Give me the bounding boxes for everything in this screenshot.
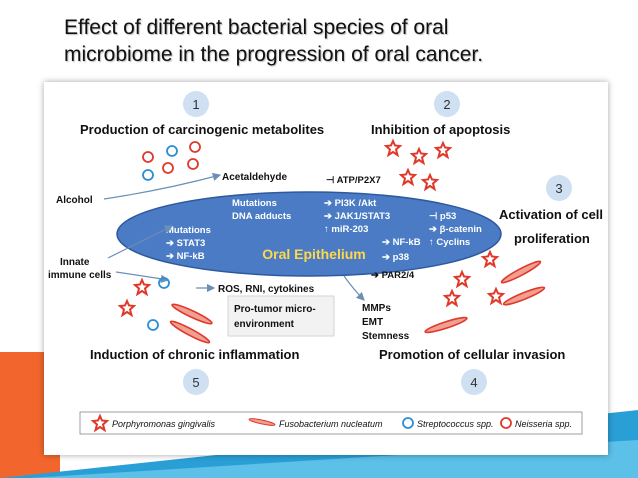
legend-streptococcus-icon (402, 417, 414, 429)
streptococcus-icon (142, 169, 154, 181)
step-2-number: 2 (443, 97, 450, 112)
oral-epithelium-ellipse (116, 191, 502, 277)
porphyromonas-icon (400, 169, 416, 185)
step-4-number: 4 (470, 375, 477, 390)
porphyromonas-icon (411, 148, 427, 164)
protumor-label-line2: environment (234, 319, 295, 330)
mir203-row: ↑ miR-203 (324, 224, 368, 235)
p53-label: p53 (440, 211, 456, 222)
alcohol-arrow (103, 172, 222, 200)
emt-label: EMT (362, 317, 383, 328)
porphyromonas-icon (454, 271, 470, 287)
streptococcus-icon (147, 319, 159, 331)
step-1-circle: 1 (183, 91, 209, 117)
nfkb-left-label: NF-kB (177, 251, 205, 262)
legend-box (79, 411, 583, 435)
par24-row: ➔ PAR2/4 (371, 270, 415, 281)
stat3-label: STAT3 (177, 238, 206, 249)
step-3-label-line2: proliferation (514, 231, 590, 246)
step-4-circle: 4 (461, 369, 487, 395)
porphyromonas-icon (119, 300, 135, 316)
legend-porphyromonas-label: Porphyromonas gingivalis (112, 419, 216, 429)
diagram-svg: 1 2 3 4 5 Production of carcinogenic met… (48, 91, 603, 435)
step-2-circle: 2 (434, 91, 460, 117)
cyclins-label: Cyclins (436, 237, 470, 248)
step-5-label: Induction of chronic inflammation (90, 347, 300, 362)
step-5-number: 5 (192, 375, 199, 390)
stemness-label: Stemness (362, 331, 410, 342)
protumor-box (227, 295, 335, 337)
slide-title-line1: Effect of different bacterial species of… (64, 16, 449, 39)
porphyromonas-icon (444, 290, 460, 306)
porphyromonas-icon (134, 279, 150, 295)
jak1-stat3-label: JAK1/STAT3 (335, 211, 391, 222)
p38-row: ➔ p38 (382, 252, 409, 263)
legend-fusobacterium-label: Fusobacterium nucleatum (279, 419, 383, 429)
legend-streptococcus-label: Streptococcus spp. (417, 419, 494, 429)
mutations-top-label: Mutations (232, 198, 277, 209)
ros-label: ROS, RNI, cytokines (218, 284, 315, 295)
porphyromonas-icon (435, 142, 451, 158)
beta-catenin-label: β-catenin (440, 224, 482, 235)
p38-label: p38 (393, 252, 409, 263)
nfkb-left-row: ➔ NF-kB (166, 251, 205, 262)
mir203-label: miR-203 (331, 224, 368, 235)
step-3-number: 3 (555, 181, 562, 196)
acetaldehyde-label: Acetaldehyde (222, 172, 287, 183)
pi3k-row: ➔ PI3K /Akt (324, 198, 377, 209)
innate-label-line1: Innate (60, 257, 90, 268)
mutations-left-label: Mutations (166, 225, 211, 236)
step-3-circle: 3 (546, 175, 572, 201)
stat3-row: ➔ STAT3 (166, 238, 205, 249)
beta-catenin-row: ➔ β-catenin (429, 224, 482, 235)
slide-title-line2: microbiome in the progression of oral ca… (64, 43, 484, 66)
diagram-figure: 1 2 3 4 5 Production of carcinogenic met… (44, 82, 608, 455)
mmps-label: MMPs (362, 303, 391, 314)
step-1-number: 1 (192, 97, 199, 112)
neisseria-icon (189, 141, 201, 153)
innate-arrow (115, 271, 170, 283)
par24-label: PAR2/4 (382, 270, 415, 281)
porphyromonas-icon (422, 174, 438, 190)
legend-neisseria-icon (500, 417, 512, 429)
step-4-label: Promotion of cellular invasion (379, 347, 565, 362)
nfkb-right-row: ➔ NF-kB (382, 237, 421, 248)
cyclins-row: ↑ Cyclins (429, 237, 470, 248)
protumor-label-line1: Pro-tumor micro- (234, 304, 316, 315)
invasion-arrow (343, 275, 365, 301)
fusobacterium-icon (423, 314, 469, 336)
p53-row: ⊣ p53 (429, 211, 456, 222)
porphyromonas-icon (488, 288, 504, 304)
dna-adducts-label: DNA adducts (232, 211, 291, 222)
streptococcus-icon (158, 277, 170, 289)
legend-neisseria-label: Neisseria spp. (515, 419, 572, 429)
streptococcus-icon (166, 145, 178, 157)
fusobacterium-icon (499, 258, 543, 286)
innate-label-line2: immune cells (48, 270, 112, 281)
porphyromonas-icon (482, 251, 498, 267)
step-1-label: Production of carcinogenic metabolites (80, 122, 324, 137)
fusobacterium-icon (501, 283, 547, 309)
oral-epithelium-label: Oral Epithelium (262, 246, 365, 262)
alcohol-label: Alcohol (56, 195, 93, 206)
step-2-label: Inhibition of apoptosis (371, 122, 510, 137)
nfkb-right-label: NF-kB (393, 237, 421, 248)
neisseria-icon (162, 162, 174, 174)
neisseria-icon (187, 158, 199, 170)
pi3k-akt-label: PI3K /Akt (335, 198, 378, 209)
porphyromonas-icon (385, 140, 401, 156)
slide-title: Effect of different bacterial species of… (64, 14, 604, 68)
step-5-circle: 5 (183, 369, 209, 395)
step-3-label-line1: Activation of cell (499, 207, 603, 222)
neisseria-icon (142, 151, 154, 163)
innate-to-epithelium-arrow (107, 225, 174, 259)
atp-p2x7-label: ATP/P2X7 (337, 175, 381, 186)
atp-row: ⊣ ATP/P2X7 (326, 175, 381, 186)
jak1-row: ➔ JAK1/STAT3 (324, 211, 390, 222)
